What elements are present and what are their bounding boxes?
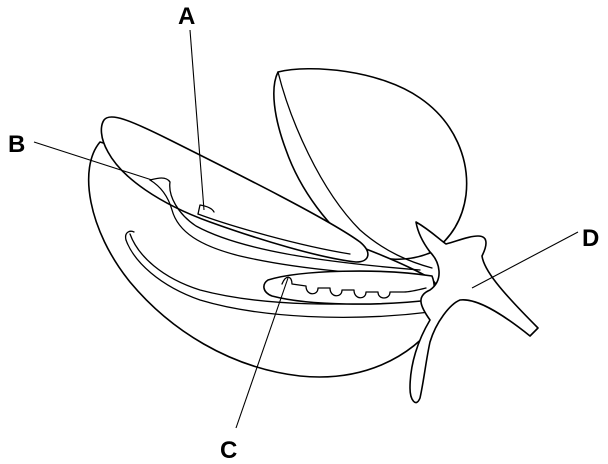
embryo-axis bbox=[264, 271, 434, 304]
label-b: B bbox=[8, 131, 25, 158]
label-c: C bbox=[220, 437, 237, 464]
label-d: D bbox=[582, 225, 599, 252]
label-a: A bbox=[178, 3, 195, 30]
stalk bbox=[410, 222, 538, 403]
leader-line-d bbox=[472, 232, 578, 288]
